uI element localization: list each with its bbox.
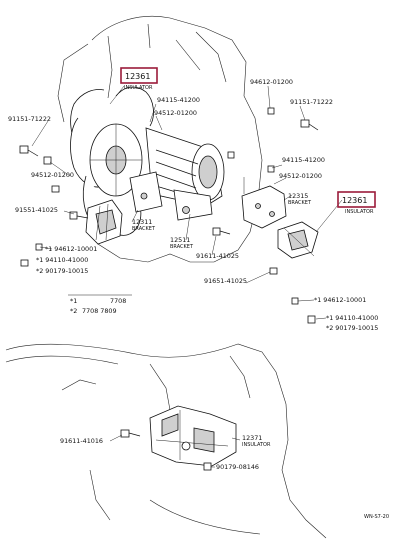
nut-icon (203, 462, 212, 471)
part-label: 94512-01200 (31, 171, 74, 179)
highlighted-callout-left[interactable]: 12361 INSULATOR (120, 67, 158, 91)
nut-icon (269, 267, 278, 275)
part-labels-upper: 91151-71222 94115-41200 94512-01200 9451… (8, 78, 378, 332)
part-label: 12371 (242, 434, 262, 442)
part-label: 91611-41016 (60, 437, 103, 445)
bolt-icon (120, 429, 141, 438)
fastener-icons-lower (120, 429, 212, 471)
nut-icon (267, 107, 275, 115)
right-mount-assembly (241, 185, 319, 259)
nut-icon (20, 259, 29, 267)
rear-insulator (149, 405, 237, 467)
bolt-icon (19, 145, 39, 157)
bolt-icon (300, 119, 319, 131)
part-label: 94512-01200 (279, 172, 322, 180)
highlighted-part-caption: INSULATOR (124, 85, 153, 91)
part-label: 12315 (288, 192, 308, 200)
part-label: *1 94612-10001 (314, 296, 366, 304)
part-caption: BRACKET (132, 226, 156, 232)
footnote-text: 7708 (110, 297, 126, 305)
footnote-mark: *2 (70, 307, 77, 315)
part-caption: BRACKET (170, 244, 194, 250)
part-label: *2 90179-10015 (36, 267, 88, 275)
leader-lines-upper (31, 85, 343, 320)
leader-lines-lower (109, 434, 241, 468)
part-labels-lower: 91611-41016 12371 INSULATOR 90179-08146 (60, 434, 271, 471)
part-label: 94115-41200 (157, 96, 200, 104)
part-label: *1 94110-41000 (36, 256, 88, 264)
part-label: 12311 (132, 218, 152, 226)
part-label: 12511 (170, 236, 190, 244)
part-label: 94115-41200 (282, 156, 325, 164)
part-label: *1 94612-10001 (45, 245, 97, 253)
part-label: 90179-08146 (216, 463, 259, 471)
part-caption: INSULATOR (242, 442, 271, 448)
transmission-outline (5, 343, 327, 539)
part-label: 91151-71222 (290, 98, 333, 106)
nut-icon (267, 165, 275, 173)
nut-icon (307, 315, 316, 324)
part-label: 94612-01200 (250, 78, 293, 86)
left-mount-insulator (85, 199, 123, 245)
part-label: 91651-41025 (204, 277, 247, 285)
pulley-illustration (129, 127, 225, 221)
highlighted-callout-right[interactable]: 12361 INSULATOR (337, 191, 376, 215)
part-label: 91611-41025 (196, 252, 239, 260)
part-label: 91551-41025 (15, 206, 58, 214)
footnotes: *1 7708 *2 7708 7809 (68, 294, 132, 315)
part-label: 94512-01200 (154, 109, 197, 117)
figure-code: WN-S7-20 (364, 514, 389, 520)
footnote-text: 7708 7809 (82, 307, 117, 315)
nut-icon (35, 243, 43, 251)
nut-icon (51, 185, 60, 193)
part-caption: BRACKET (288, 200, 312, 206)
highlighted-part-number: 12361 (342, 196, 367, 205)
fastener-icons-upper (19, 107, 319, 324)
part-label: *2 90179-10015 (326, 324, 378, 332)
nut-icon (227, 151, 235, 159)
engine-block-outline (57, 15, 263, 263)
part-label: 91151-71222 (8, 115, 51, 123)
nut-icon (43, 156, 52, 165)
highlighted-part-number: 12361 (125, 72, 150, 81)
bolt-icon (69, 211, 89, 220)
nut-icon (291, 297, 299, 305)
part-label: *1 94110-41000 (326, 314, 378, 322)
highlighted-part-caption: INSULATOR (345, 209, 374, 215)
bolt-icon (212, 227, 231, 236)
footnote-mark: *1 (70, 297, 77, 305)
